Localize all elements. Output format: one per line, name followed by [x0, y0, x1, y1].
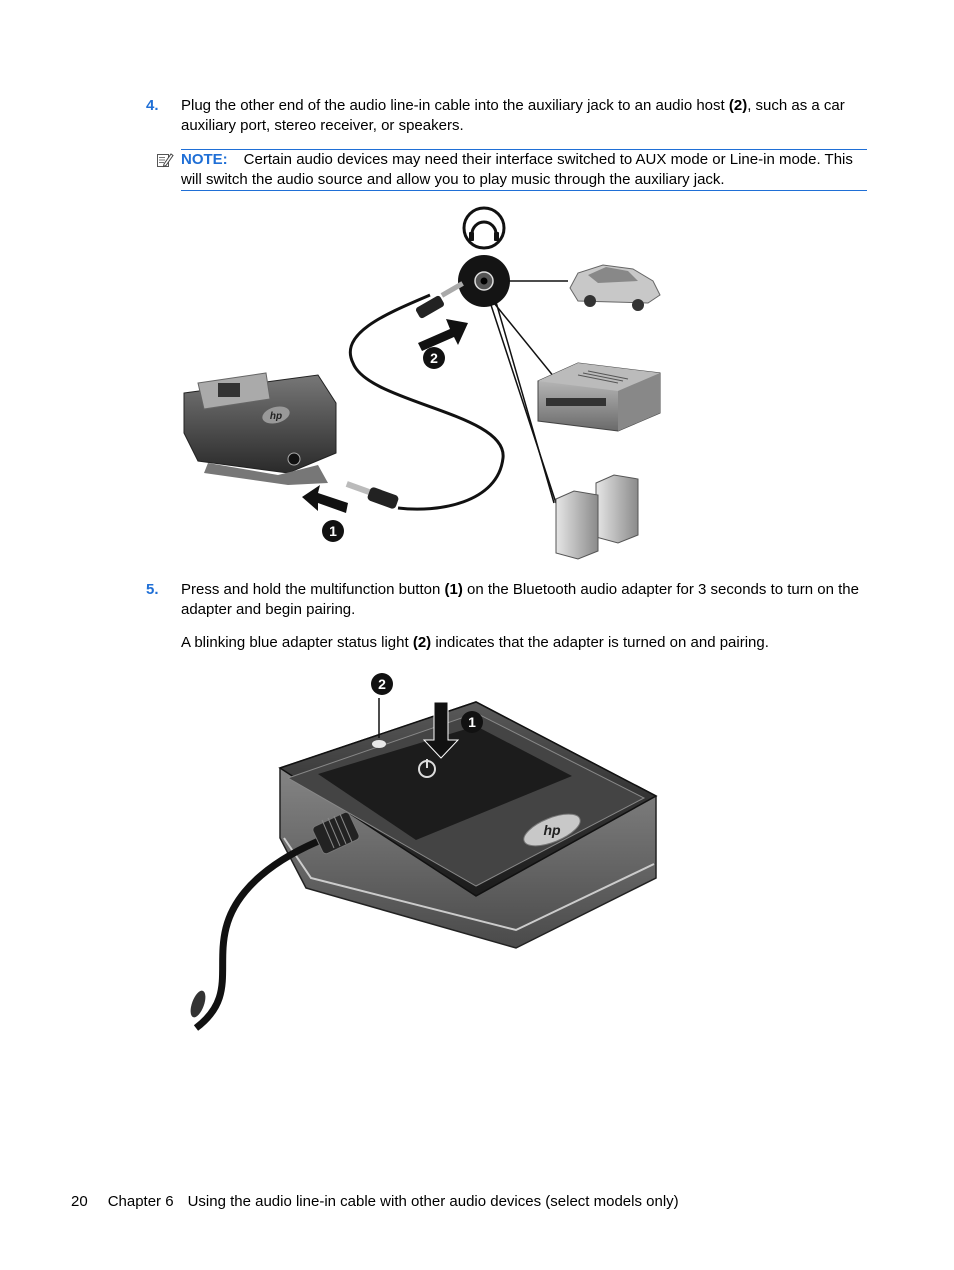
step-5-detail-after: indicates that the adapter is turned on …: [431, 634, 769, 651]
note-pencil-icon: [156, 151, 174, 169]
note-label: NOTE:: [181, 151, 228, 168]
press-arrow: [422, 701, 460, 759]
callout-1-label-fig2: 1: [468, 714, 476, 730]
callout-2-badge: 2: [423, 347, 445, 369]
step-4-callout-ref: (2): [728, 97, 748, 114]
step-number-5: 5.: [146, 581, 159, 598]
note-box: NOTE:Certain audio devices may need thei…: [181, 149, 867, 191]
callout-1-label: 1: [329, 523, 337, 539]
step-4-text-after: , such as a car auxiliary port, stereo r…: [181, 97, 845, 134]
hp-logo-text: hp: [543, 822, 561, 838]
callout-1-badge: 1: [461, 711, 483, 733]
hp-logo-small: hp: [270, 411, 282, 422]
stereo-receiver-icon: [537, 362, 661, 432]
step-5-text-after: on the Bluetooth audio adapter for 3 sec…: [181, 581, 859, 618]
step-4-text-before: Plug the other end of the audio line-in …: [181, 97, 729, 114]
callout-2-label-fig2: 2: [378, 676, 386, 692]
figure-adapter-power-button: 2 1 hp: [176, 668, 666, 1038]
callout-2-label: 2: [430, 350, 438, 366]
step-5-text: Press and hold the multifunction button …: [181, 580, 871, 619]
step-5-detail-before: A blinking blue adapter status light: [181, 634, 413, 651]
footer: 20 Chapter 6 Using the audio line-in cable…: [71, 1193, 679, 1210]
callout-1-badge: 1: [322, 520, 344, 542]
insert-arrow-1: [302, 485, 348, 513]
aux-jack-icon: [458, 255, 510, 307]
step-5-detail: A blinking blue adapter status light (2)…: [181, 633, 871, 653]
power-button-icon[interactable]: [418, 759, 436, 778]
step-5-detail-callout-ref: (2): [412, 634, 432, 651]
audio-plug-bottom: [345, 481, 399, 509]
headphones-icon: [462, 206, 506, 250]
status-light: [372, 740, 386, 748]
bluetooth-adapter-device: hp: [183, 372, 337, 485]
step-number-4: 4.: [146, 97, 159, 114]
callout-2-badge: 2: [371, 673, 393, 695]
footer-page-number: 20: [71, 1193, 88, 1210]
footer-title: Using the audio line-in cable with other…: [187, 1193, 679, 1210]
footer-chapter: Chapter 6: [107, 1193, 174, 1210]
insert-arrow-2: [418, 319, 468, 351]
speakers-icon: [555, 474, 639, 560]
step-5-text-before: Press and hold the multifunction button: [181, 581, 445, 598]
figure-cable-connection: 2 hp 1: [178, 203, 678, 563]
hp-logo: hp: [523, 813, 581, 847]
step-5-callout-ref: (1): [444, 581, 463, 598]
audio-cable: [190, 811, 360, 1031]
note-text: Certain audio devices may need their int…: [181, 151, 853, 188]
audio-plug-top: [415, 281, 464, 319]
car-icon: [569, 264, 661, 311]
step-4-text: Plug the other end of the audio line-in …: [181, 96, 871, 135]
